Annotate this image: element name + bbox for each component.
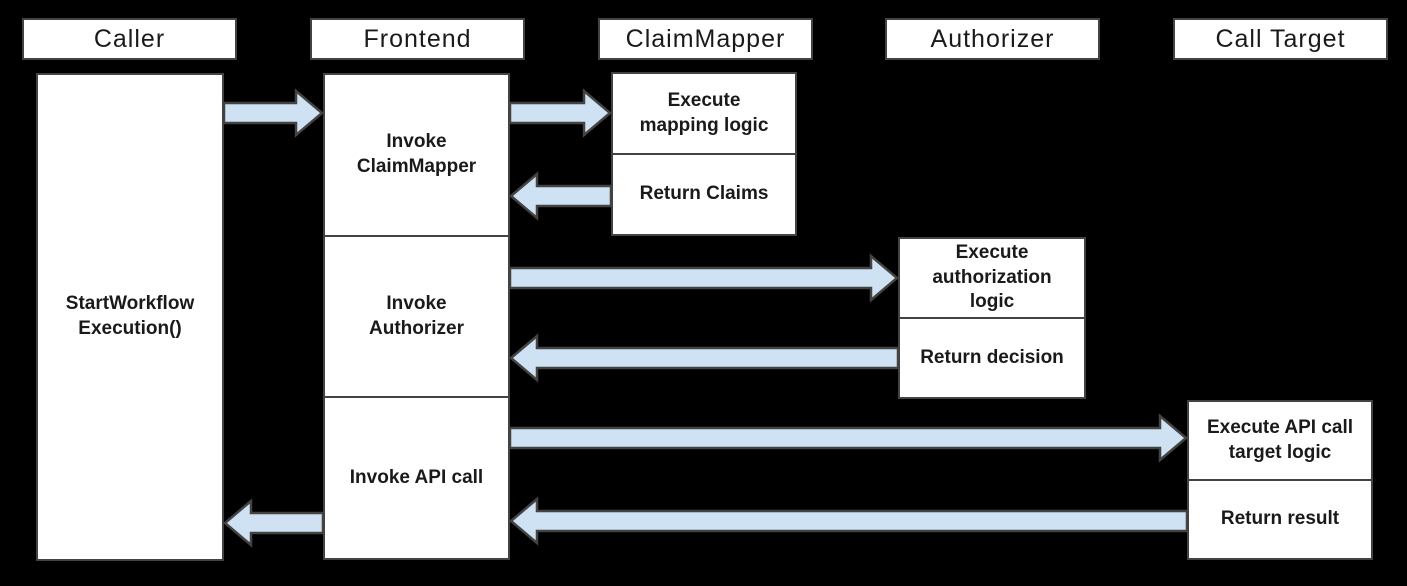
lifeline-header-caller: Caller <box>22 18 237 60</box>
arrow-frontend-to-claimmapper <box>508 88 612 138</box>
activation-caller: StartWorkflow Execution() <box>36 73 224 561</box>
step-startworkflowexecution: StartWorkflow Execution() <box>65 293 195 339</box>
step-return-claims: Return Claims <box>613 153 795 234</box>
arrow-claimmapper-to-frontend <box>509 171 613 221</box>
step-invoke-authorizer: Invoke Authorizer <box>325 234 508 397</box>
activation-authorizer: Execute authorization logic Return decis… <box>898 237 1086 399</box>
lifeline-header-frontend: Frontend <box>310 18 525 60</box>
activation-call-target: Execute API call target logic Return res… <box>1187 400 1373 560</box>
arrow-authorizer-to-frontend <box>509 333 900 383</box>
step-return-result: Return result <box>1189 479 1371 558</box>
step-execute-api-call-target-logic: Execute API call target logic <box>1206 416 1354 463</box>
lifeline-header-claimmapper: ClaimMapper <box>598 18 813 60</box>
arrow-frontend-to-caller <box>223 498 325 548</box>
arrow-frontend-to-calltarget <box>508 413 1188 463</box>
lifeline-header-call-target: Call Target <box>1173 18 1388 60</box>
arrow-caller-to-frontend <box>222 88 324 138</box>
step-execute-mapping-logic: Execute mapping logic <box>639 89 769 136</box>
arrow-calltarget-to-frontend <box>509 496 1189 546</box>
lifeline-header-authorizer: Authorizer <box>885 18 1100 60</box>
step-execute-authorization-logic: Execute authorization logic <box>932 242 1052 313</box>
activation-claimmapper: Execute mapping logic Return Claims <box>611 72 797 236</box>
activation-frontend: Invoke ClaimMapper Invoke Authorizer Inv… <box>323 73 510 560</box>
step-invoke-api-call: Invoke API call <box>325 396 508 558</box>
step-invoke-claimmapper: Invoke ClaimMapper <box>356 131 477 177</box>
step-return-decision: Return decision <box>900 317 1084 397</box>
arrow-frontend-to-authorizer <box>508 253 899 303</box>
